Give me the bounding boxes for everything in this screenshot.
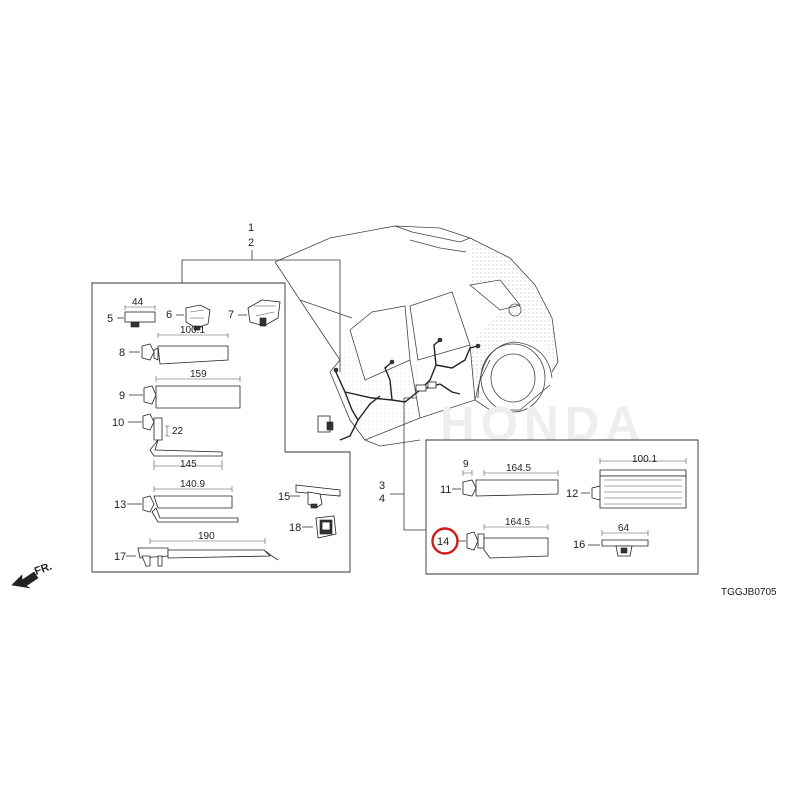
part-9-label: 9 <box>119 390 125 402</box>
part-6: 6 <box>166 304 211 331</box>
callout-label-3: 3 <box>379 480 385 492</box>
callout-1-2: 1 2 <box>181 222 341 372</box>
part-13-dim: 140.9 <box>180 479 205 490</box>
part-6-label: 6 <box>166 309 172 321</box>
part-18: 18 <box>289 515 337 539</box>
part-12: 14 164.5 <box>431 517 549 559</box>
part-13-label: 13 <box>114 499 126 511</box>
part-16-label: 16 <box>573 539 585 551</box>
right-parts-frame <box>425 439 699 575</box>
wire-harness <box>317 337 481 441</box>
part-10-dim-b: 145 <box>180 459 197 470</box>
part-11: 11 9 164.5 <box>440 459 559 497</box>
part-14: 12 100.1 <box>566 454 687 509</box>
part-14-dim: 100.1 <box>632 454 657 465</box>
callout-label-2: 2 <box>248 237 254 249</box>
part-17: 17 190 <box>114 531 279 567</box>
part-15: 15 <box>278 484 341 509</box>
part-13: 13 140.9 <box>114 479 239 523</box>
diagram-code: TGGJB0705 <box>721 587 777 598</box>
part-16-dim: 64 <box>618 523 630 534</box>
vehicle-illustration: HONDA <box>274 225 646 451</box>
part-11-dim-a: 9 <box>463 459 469 470</box>
honda-watermark: HONDA <box>440 398 646 451</box>
callout-label-4: 4 <box>379 493 385 505</box>
callout-3-4: 3 4 <box>379 397 426 531</box>
part-5-dim: 44 <box>132 297 144 308</box>
part-12-dim: 164.5 <box>505 517 530 528</box>
part-5: 5 44 <box>107 297 156 328</box>
part-8: 8 100.1 <box>119 325 229 365</box>
part-11-dim-b: 164.5 <box>506 463 531 474</box>
part-17-label: 17 <box>114 551 126 563</box>
part-7: 7 <box>228 299 281 327</box>
highlight-circle <box>431 527 459 555</box>
part-9: 9 159 <box>119 369 241 409</box>
front-arrow-icon <box>11 571 39 589</box>
part-10-dim-a: 22 <box>172 426 184 437</box>
part-8-dim: 100.1 <box>180 325 205 336</box>
part-7-label: 7 <box>228 309 234 321</box>
callout-label-1: 1 <box>248 222 254 234</box>
left-parts-frame <box>91 282 351 573</box>
part-14-label: 12 <box>566 488 578 500</box>
part-15-label: 15 <box>278 491 290 503</box>
part-18-label: 18 <box>289 522 301 534</box>
part-11-label: 11 <box>440 484 451 496</box>
part-8-label: 8 <box>119 347 125 359</box>
front-direction-arrow: FR. <box>11 560 54 589</box>
part-10: 10 22 145 <box>112 413 223 470</box>
front-arrow-label: FR. <box>33 560 54 577</box>
part-17-dim: 190 <box>198 531 215 542</box>
part-10-label: 10 <box>112 417 124 429</box>
part-16: 16 64 <box>573 523 649 557</box>
part-9-dim: 159 <box>190 369 207 380</box>
part-5-label: 5 <box>107 313 113 325</box>
part-12-label: 14 <box>437 536 449 548</box>
